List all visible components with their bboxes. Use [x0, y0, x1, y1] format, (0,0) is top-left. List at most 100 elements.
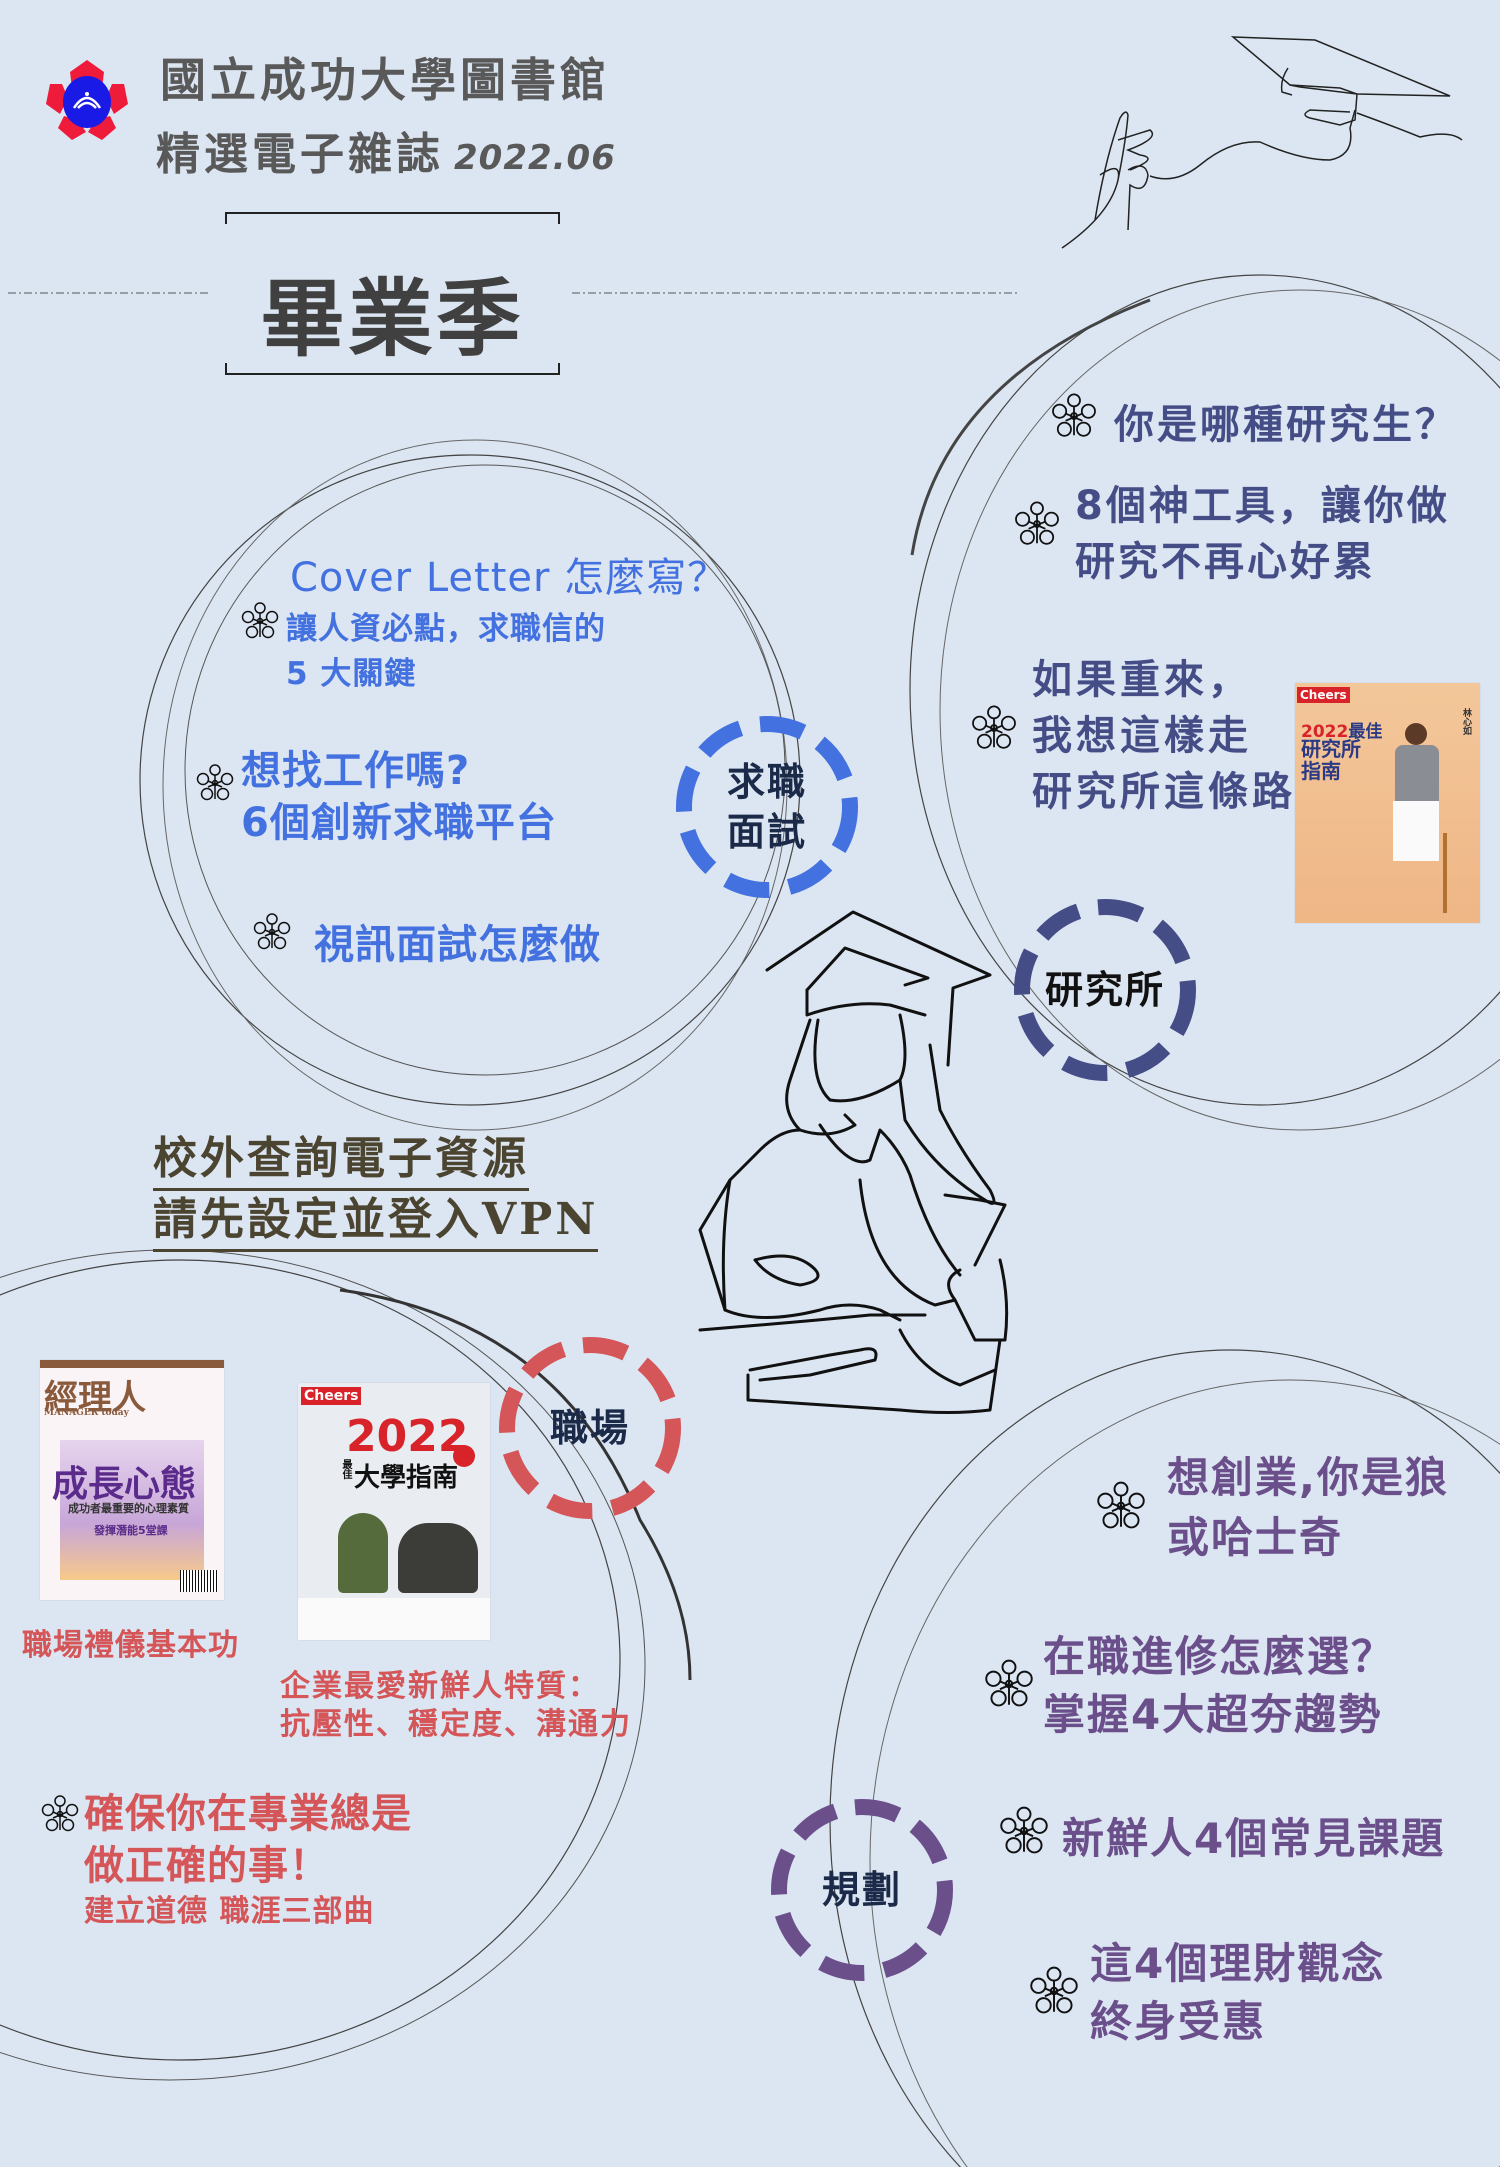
item-line: 想找工作嗎? [241, 748, 471, 794]
dashed-ring [499, 1337, 681, 1519]
plan-item-new-grad-issues[interactable]: 新鮮人4個常見課題 [998, 1805, 1445, 1866]
plan-item-finance[interactable]: 這4個理財觀念 終身受惠 [1028, 1935, 1385, 2051]
grad-item-tools[interactable]: 8個神工具，讓你做 研究不再心好累 [1013, 478, 1450, 590]
category-job-interview[interactable]: 求職面試 [672, 712, 862, 902]
item-line: 讓人資必點，求職信的 [286, 611, 606, 647]
item-line: 企業最愛新鮮人特質： [280, 1669, 600, 1704]
plum-blossom-icon [240, 601, 280, 641]
cover-brand: 經理人 [44, 1378, 146, 1418]
item-line: 終身受惠 [1090, 1997, 1267, 2046]
magazine-cover-manager-today[interactable]: 經理人 MANAGER today 成長心態 成功者最重要的心理素質 發揮潛能5… [40, 1360, 224, 1600]
item-line: 新鮮人4個常見課題 [1062, 1814, 1446, 1863]
issue-date: 2022.06 [454, 138, 616, 178]
cover-footer [298, 1598, 490, 1640]
cover-badge [453, 1445, 475, 1467]
category-label: 規劃 [821, 1868, 902, 1912]
cover-title-1: 研究所 [1301, 737, 1361, 761]
work-item-traits[interactable]: 企業最愛新鮮人特質： 抗壓性、穩定度、溝通力 [280, 1668, 632, 1744]
plum-blossom-icon [1050, 392, 1098, 440]
item-line: 建立道德 職涯三部曲 [84, 1894, 375, 1929]
cover-photo-skirt [1393, 801, 1439, 861]
category-label: 面試 [726, 810, 807, 854]
category-label: 研究所 [1044, 968, 1165, 1012]
plum-blossom-icon [40, 1794, 80, 1834]
plan-item-further-study[interactable]: 在職進修怎麼選？ 掌握4大超夯趨勢 [983, 1628, 1395, 1744]
vpn-notice[interactable]: 校外查詢電子資源 請先設定並登入VPN [153, 1130, 599, 1252]
institution-name: 國立成功大學圖書館 [160, 53, 610, 107]
plum-blossom-icon [983, 1658, 1035, 1710]
dashed-ring [771, 1799, 953, 1981]
category-label: 職場 [549, 1406, 630, 1450]
plan-item-startup[interactable]: 想創業,你是狼 或哈士奇 [1095, 1448, 1449, 1568]
plum-blossom-icon [1095, 1480, 1147, 1532]
job-item-video-interview[interactable]: 視訊面試怎麼做 [252, 912, 601, 970]
item-line: 或哈士奇 [1167, 1513, 1344, 1562]
cover-photo-head [1405, 723, 1427, 745]
dashed-ring [1014, 899, 1196, 1081]
vpn-line-1: 校外查詢電子資源 [153, 1130, 529, 1191]
category-label: 求職 [726, 760, 807, 804]
plum-blossom-icon [1013, 500, 1061, 548]
plum-blossom-icon [970, 704, 1018, 752]
job-item-platforms[interactable]: 想找工作嗎? 6個創新求職平台 [195, 745, 557, 849]
cover-tag: 發揮潛能5堂課 [94, 1524, 168, 1537]
plum-blossom-icon [252, 912, 292, 952]
magazine-cover-university-guide[interactable]: Cheers 2022 最佳 大學指南 [298, 1383, 490, 1640]
grad-item-type[interactable]: 你是哪種研究生？ [1050, 392, 1458, 450]
cover-sub: 成功者最重要的心理素質 [68, 1502, 189, 1515]
cover-title-2: 指南 [1301, 759, 1341, 783]
cover-brand: Cheers [301, 1387, 362, 1405]
cover-top-bar [40, 1360, 224, 1368]
bracket-top [225, 212, 560, 224]
theme-title: 畢業季 [260, 270, 525, 368]
cover-person: 林心如 [1461, 708, 1471, 735]
cover-year: 2022最佳 [1301, 717, 1382, 742]
cover-barcode [180, 1570, 218, 1592]
item-line: 8個神工具，讓你做 [1075, 483, 1450, 529]
magazine-cover-grad-guide[interactable]: Cheers 2022最佳 研究所指南 林心如 [1295, 683, 1480, 923]
item-line: 抗壓性、穩定度、溝通力 [280, 1707, 632, 1742]
plum-blossom-icon [195, 763, 235, 803]
item-line: 做正確的事！ [84, 1843, 330, 1889]
cover-year: 2022 [346, 1411, 469, 1462]
subtitle-text: 精選電子雜誌 [156, 129, 444, 180]
plum-blossom-icon [1028, 1965, 1080, 2017]
item-line: 研究所這條路 [1032, 769, 1296, 815]
cover-year-text: 2022 [1301, 722, 1349, 742]
item-line: 想創業,你是狼 [1167, 1453, 1449, 1502]
cover-title: 研究所指南 [1301, 738, 1361, 782]
item-line: 6個創新求職平台 [241, 800, 557, 846]
item-line: 我想這樣走 [1032, 713, 1252, 759]
cover-title: 大學指南 [354, 1463, 459, 1493]
plum-blossom-icon [998, 1805, 1050, 1857]
cover-best: 最佳 [340, 1459, 351, 1479]
cover-brand: Cheers [1297, 687, 1350, 703]
item-line: 在職進修怎麼選？ [1043, 1632, 1396, 1681]
item-line: 5 大關鍵 [286, 656, 417, 692]
work-item-ethics[interactable]: 確保你在專業總是 做正確的事！ 建立道德 職涯三部曲 [40, 1788, 412, 1932]
item-line: 這4個理財觀念 [1090, 1939, 1386, 1988]
item-line: 掌握4大超夯趨勢 [1043, 1690, 1383, 1739]
cover-graphic [60, 1440, 204, 1580]
work-item-etiquette[interactable]: 職場禮儀基本功 [22, 1620, 239, 1664]
category-planning[interactable]: 規劃 [767, 1795, 957, 1985]
item-line: 如果重來， [1032, 657, 1252, 703]
item-line: 確保你在專業總是 [84, 1791, 412, 1837]
item-line: 視訊面試怎麼做 [314, 922, 601, 968]
item-line: 你是哪種研究生？ [1114, 402, 1458, 448]
vpn-line-2: 請先設定並登入VPN [153, 1191, 599, 1252]
cover-photo-body [1395, 745, 1439, 805]
theme-title-box: 畢業季 [225, 212, 560, 375]
cover-photo-person-2 [398, 1523, 478, 1593]
item-line: 職場禮儀基本功 [22, 1628, 239, 1663]
cover-brand-en: MANAGER today [44, 1408, 129, 1418]
job-item-cover-letter[interactable]: Cover Letter 怎麼寫？ 讓人資必點，求職信的 5 大關鍵 [240, 545, 728, 693]
category-grad-school[interactable]: 研究所 [1010, 895, 1200, 1085]
cover-best: 最佳 [1348, 722, 1383, 742]
ncku-logo-icon [46, 60, 128, 140]
category-workplace[interactable]: 職場 [495, 1333, 685, 1523]
grad-item-path[interactable]: 如果重來， 我想這樣走 研究所這條路 [970, 652, 1296, 820]
bracket-bottom [225, 363, 560, 375]
item-title: Cover Letter 怎麼寫？ [290, 555, 729, 601]
